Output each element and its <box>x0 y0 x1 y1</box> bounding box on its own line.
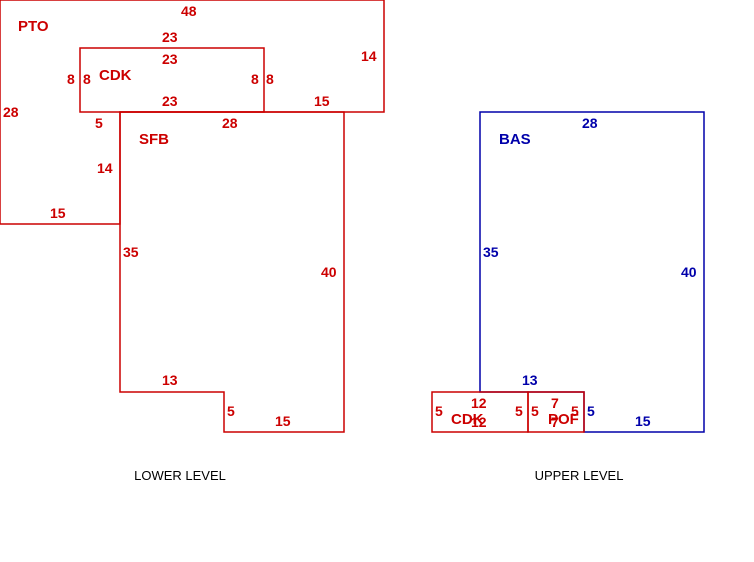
bas-dim-step: 13 <box>522 372 538 388</box>
upper-cdk-dim-right: 5 <box>515 403 523 419</box>
lower-cdk-dim-top-inner: 23 <box>162 51 178 67</box>
sfb-dim-bottom: 15 <box>275 413 291 429</box>
bas-outline <box>479 111 705 433</box>
bas-dim-left: 35 <box>483 244 499 260</box>
sfb-dim-step-side: 5 <box>227 403 235 419</box>
pof-dim-bottom: 7 <box>551 414 559 430</box>
pto-dim-right: 14 <box>361 48 377 64</box>
lower-cdk-dim-right-inner: 8 <box>251 71 259 87</box>
sfb-label: SFB <box>139 131 169 148</box>
sfb-dim-right: 40 <box>321 264 337 280</box>
pto-dim-top: 48 <box>181 3 197 19</box>
sfb-dim-top: 28 <box>222 115 238 131</box>
lower-cdk-dim-left-outer: 8 <box>67 71 75 87</box>
bas-label: BAS <box>499 131 531 148</box>
bas-dim-bottom: 15 <box>635 413 651 429</box>
sfb-outline <box>119 111 345 433</box>
pof-outline <box>527 391 585 433</box>
bas-dim-top: 28 <box>582 115 598 131</box>
lower-cdk-dim-right-outer: 8 <box>266 71 274 87</box>
lower-level-caption: LOWER LEVEL <box>134 468 226 483</box>
bas-dim-side: 5 <box>587 403 595 419</box>
upper-level-caption: UPPER LEVEL <box>535 468 624 483</box>
sfb-dim-step-top: 13 <box>162 372 178 388</box>
upper-cdk-dim-top: 12 <box>471 395 487 411</box>
pof-dim-top: 7 <box>551 395 559 411</box>
sfb-dim-left-mid: 14 <box>97 160 113 176</box>
pof-label: POF <box>548 411 579 428</box>
pto-dim-bottom-right: 15 <box>314 93 330 109</box>
pto-label: PTO <box>18 18 49 35</box>
pto-dim-bottom: 15 <box>50 205 66 221</box>
pof-dim-left: 5 <box>531 403 539 419</box>
sfb-dim-left-upper: 5 <box>95 115 103 131</box>
pof-dim-right: 5 <box>571 403 579 419</box>
upper-cdk-dim-bottom: 12 <box>471 414 487 430</box>
upper-cdk-dim-left: 5 <box>435 403 443 419</box>
lower-cdk-dim-left-inner: 8 <box>83 71 91 87</box>
sfb-dim-left-lower: 35 <box>123 244 139 260</box>
lower-cdk-label: CDK <box>99 67 132 84</box>
upper-cdk-label: CDK <box>451 411 484 428</box>
bas-dim-right: 40 <box>681 264 697 280</box>
lower-cdk-dim-bottom: 23 <box>162 93 178 109</box>
lower-cdk-dim-top-outer: 23 <box>162 29 178 45</box>
pto-dim-left: 28 <box>3 104 19 120</box>
